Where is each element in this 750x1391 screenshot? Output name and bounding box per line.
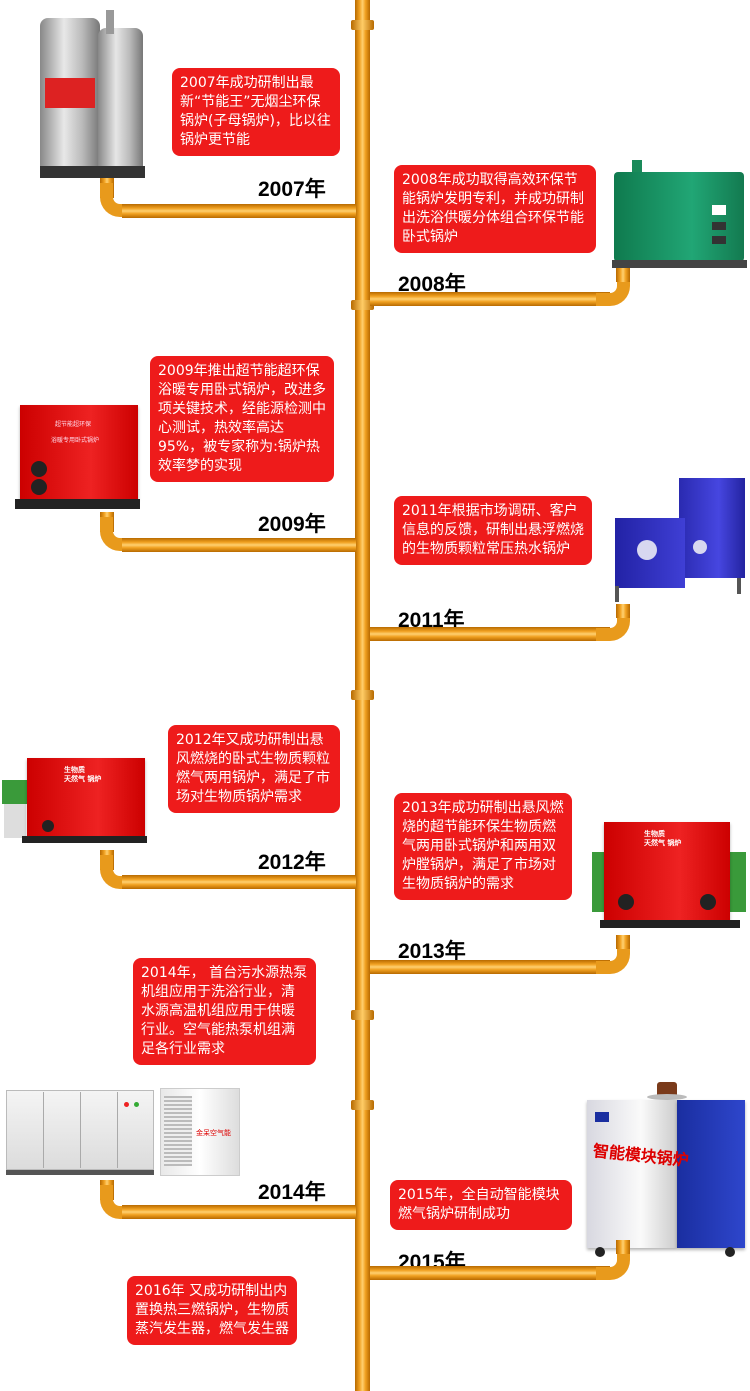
branch-pipe-2013-h — [370, 960, 610, 974]
branch-pipe-2015-h — [370, 1266, 610, 1280]
branch-pipe-2014-h — [122, 1205, 356, 1219]
year-2008-label: 2008年 — [398, 273, 466, 296]
boiler-2009-label1: 超节能超环保 — [55, 421, 92, 428]
boiler-2009-label2: 浴暖专用卧式锅炉 — [51, 437, 100, 444]
milestone-2015-text: 2015年，全自动智能模块燃气锅炉研制成功 — [398, 1187, 560, 1222]
milestone-2013-box: 2013年成功研制出悬风燃烧的超节能环保生物质燃气两用卧式锅炉和两用双炉膛锅炉，… — [394, 793, 572, 900]
milestone-2012-text: 2012年又成功研制出悬风燃烧的卧式生物质颗粒燃气两用锅炉，满足了市场对生物质锅… — [176, 732, 330, 805]
boiler-2013-image: 生物质 天然气 锅炉 — [592, 822, 747, 930]
boiler-2015-image: 智能模块锅炉 — [585, 1082, 747, 1260]
year-2012-label: 2012年 — [258, 851, 326, 874]
heat-pump-unit-image — [6, 1090, 154, 1175]
branch-pipe-2007-h — [122, 204, 356, 218]
milestone-2011-text: 2011年根据市场调研、客户信息的反馈，研制出悬浮燃烧的生物质颗粒常压热水锅炉 — [402, 503, 584, 557]
year-2011-label: 2011年 — [398, 609, 465, 632]
milestone-2012-box: 2012年又成功研制出悬风燃烧的卧式生物质颗粒燃气两用锅炉，满足了市场对生物质锅… — [168, 725, 340, 813]
year-2007-label: 2007年 — [258, 178, 326, 201]
year-2014-label: 2014年 — [258, 1181, 326, 1204]
branch-pipe-2008 — [616, 268, 630, 282]
boiler-2013-label: 生物质 天然气 锅炉 — [644, 830, 682, 847]
branch-pipe-2015 — [616, 1240, 630, 1254]
pipe-joint — [351, 20, 374, 30]
year-2009-label: 2009年 — [258, 513, 326, 536]
pipe-joint — [351, 300, 374, 310]
milestone-2008-box: 2008年成功取得高效环保节能锅炉发明专利，并成功研制出洗浴供暖分体组合环保节能… — [394, 165, 596, 253]
boiler-2009-image: 超节能超环保 浴暖专用卧式锅炉 — [15, 405, 140, 510]
pipe-joint — [351, 690, 374, 700]
branch-pipe-2011 — [616, 604, 630, 618]
milestone-2008-text: 2008年成功取得高效环保节能锅炉发明专利，并成功研制出洗浴供暖分体组合环保节能… — [402, 172, 584, 245]
milestone-2009-box: 2009年推出超节能超环保浴暖专用卧式锅炉，改进多项关键技术，经能源检测中心测试… — [150, 356, 334, 482]
branch-pipe-2008-h — [370, 292, 610, 306]
milestone-2013-text: 2013年成功研制出悬风燃烧的超节能环保生物质燃气两用卧式锅炉和两用双炉膛锅炉，… — [402, 800, 564, 892]
pipe-joint — [351, 1100, 374, 1110]
milestone-2007-text: 2007年成功研制出最新“节能王”无烟尘环保锅炉(子母锅炉)，比以往锅炉更节能 — [180, 75, 331, 148]
milestone-2014-box: 2014年， 首台污水源热泵机组应用于洗浴行业，清水源高温机组应用于供暖行业。空… — [133, 958, 316, 1065]
branch-pipe-2011-h — [370, 627, 610, 641]
milestone-2007-box: 2007年成功研制出最新“节能王”无烟尘环保锅炉(子母锅炉)，比以往锅炉更节能 — [172, 68, 340, 156]
boiler-2012-label: 生物质 天然气 锅炉 — [64, 766, 102, 783]
milestone-2016-text: 2016年 又成功研制出内置换热三燃锅炉，生物质蒸汽发生器，燃气发生器 — [135, 1283, 289, 1337]
milestone-2016-box: 2016年 又成功研制出内置换热三燃锅炉，生物质蒸汽发生器，燃气发生器 — [127, 1276, 297, 1345]
air-source-heat-pump-image: 金呆空气能 — [160, 1088, 242, 1178]
boiler-2012-image: 生物质 天然气 锅炉 — [2, 758, 147, 843]
milestone-2009-text: 2009年推出超节能超环保浴暖专用卧式锅炉，改进多项关键技术，经能源检测中心测试… — [158, 363, 326, 474]
milestone-2015-box: 2015年，全自动智能模块燃气锅炉研制成功 — [390, 1180, 572, 1230]
branch-pipe-2012-h — [122, 875, 356, 889]
heat-pump-brand-label: 金呆空气能 — [196, 1129, 231, 1137]
branch-pipe-2013 — [616, 935, 630, 949]
milestone-2014-text: 2014年， 首台污水源热泵机组应用于洗浴行业，清水源高温机组应用于供暖行业。空… — [141, 965, 308, 1057]
milestone-2011-box: 2011年根据市场调研、客户信息的反馈，研制出悬浮燃烧的生物质颗粒常压热水锅炉 — [394, 496, 592, 565]
branch-pipe-2009-h — [122, 538, 356, 552]
boiler-2008-image — [612, 160, 747, 268]
boiler-2007-image — [40, 8, 150, 178]
pipe-joint — [351, 1010, 374, 1020]
boiler-2011-image — [607, 478, 747, 603]
year-2013-label: 2013年 — [398, 940, 466, 963]
